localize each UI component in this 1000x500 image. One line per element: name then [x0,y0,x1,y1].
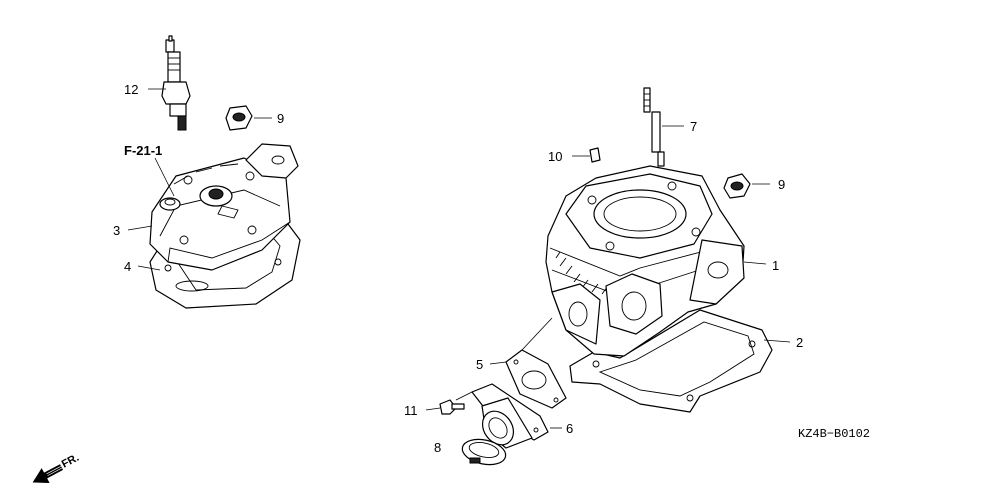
callout-cylinder: 1 [772,258,779,273]
callout-head-gasket: 4 [124,259,131,274]
dowel-pin [589,147,601,163]
callout-insulator-gasket: 5 [476,357,483,372]
clamp-band [461,438,507,466]
callout-intake-joint: 6 [566,421,573,436]
spark-plug [161,35,191,131]
callout-dowel-pin: 10 [548,149,562,164]
drawing-code: KZ4B−B0102 [798,427,870,441]
callout-spark-plug: 12 [124,82,138,97]
intake-joint [471,383,549,449]
callout-cylinder-gasket: 2 [796,335,803,350]
cylinder [545,165,745,357]
stud-bolt [643,87,665,167]
leader-lines [127,88,791,429]
callout-stud-bolt: 7 [690,119,697,134]
callout-bolt: 11 [404,403,418,418]
head-nut-left [225,105,253,131]
bolt [439,399,465,415]
callout-head-nut-left: 9 [277,111,284,126]
cylinder-nut-right [723,173,751,199]
front-label: FR. [60,452,81,471]
front-arrow-icon [32,464,64,483]
callout-clamp-band: 8 [434,440,441,455]
cylinder-head [149,143,299,271]
reference-label: F-21-1 [124,143,162,158]
callout-cylinder-head: 3 [113,223,120,238]
callout-cylinder-nut-right: 9 [778,177,785,192]
cylinder-gasket [569,309,773,413]
